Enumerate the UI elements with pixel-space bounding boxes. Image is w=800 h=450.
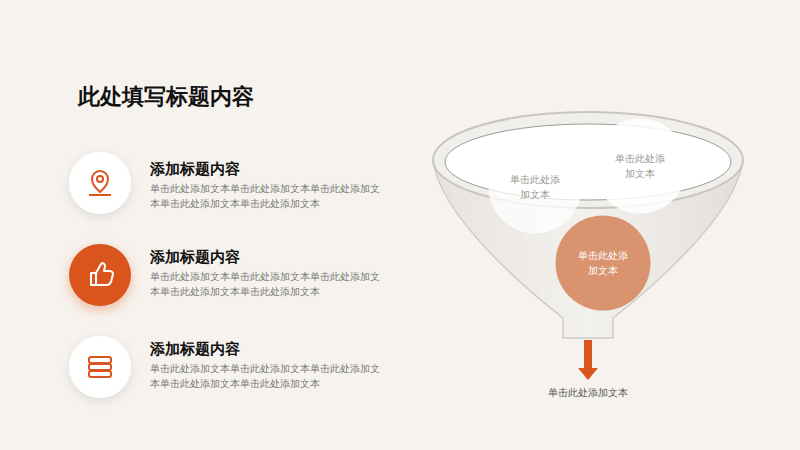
item-body: 单击此处添加文本单击此处添加文本单击此处添加文本单击此处添加文本单击此处添加文本 [150, 181, 382, 211]
circle-shape [592, 118, 688, 214]
circle-shape [488, 140, 582, 234]
circle-text: 单击此处添加文本 [509, 172, 561, 202]
circle-text: 单击此处添加文本 [614, 151, 666, 181]
funnel-circle: 单击此处添加文本 [592, 118, 688, 214]
item-body: 单击此处添加文本单击此处添加文本单击此处添加文本单击此处添加文本单击此处添加文本 [150, 361, 382, 391]
icon-circle [69, 152, 131, 214]
item-heading: 添加标题内容 [150, 339, 390, 359]
circle-text: 单击此处添加文本 [577, 248, 629, 278]
icon-circle [69, 244, 131, 306]
item-body: 单击此处添加文本单击此处添加文本单击此处添加文本单击此处添加文本单击此处添加文本 [150, 269, 382, 299]
output-label: 单击此处添加文本 [528, 385, 648, 400]
funnel-circle: 单击此处添加文本 [555, 215, 651, 311]
circle-shape [555, 215, 651, 311]
funnel [433, 112, 743, 380]
item-heading: 添加标题内容 [150, 247, 390, 267]
slide-title: 此处填写标题内容 [78, 82, 254, 112]
icon-circle [69, 336, 131, 398]
item-heading: 添加标题内容 [150, 159, 390, 179]
funnel-circle: 单击此处添加文本 [488, 140, 582, 234]
